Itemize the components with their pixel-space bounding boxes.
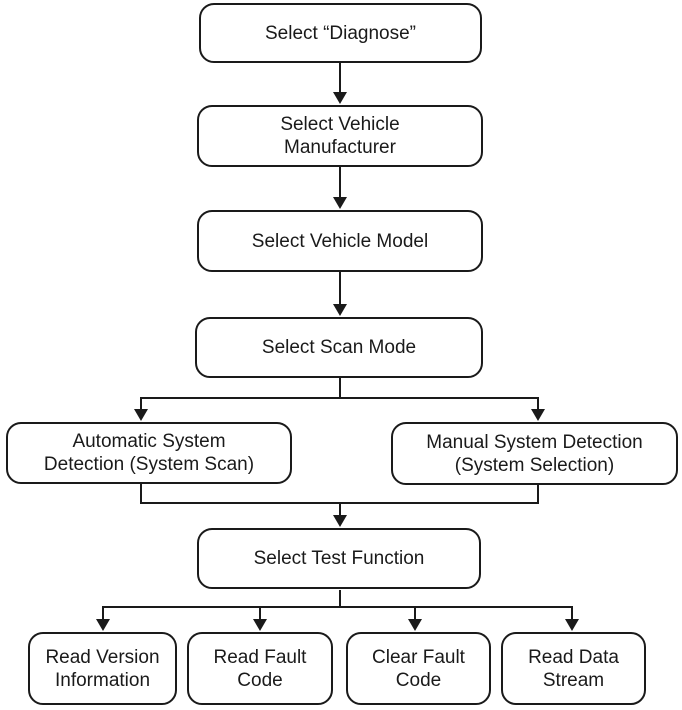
arrowhead-icon — [333, 92, 347, 104]
connector-merge-to-testfunction — [140, 484, 539, 527]
arrowhead-icon — [96, 619, 110, 631]
arrowhead-icon — [565, 619, 579, 631]
flow-node-label: Clear Fault Code — [372, 646, 465, 691]
flow-node-automatic-system-detection: Automatic System Detection (System Scan) — [6, 422, 292, 484]
connector-testfunction-fanout — [96, 590, 579, 631]
arrowhead-icon — [333, 304, 347, 316]
flow-node-label: Select Vehicle Manufacturer — [280, 114, 400, 158]
flow-node-label: Select Scan Mode — [261, 337, 417, 358]
flow-node-read-fault-code: Read Fault Code — [187, 632, 333, 705]
flow-node-label: Select Vehicle Model — [251, 230, 429, 252]
flow-node-label: Select “Diagnose” — [264, 22, 417, 44]
flow-node-read-version-information: Read Version Information — [28, 632, 177, 705]
arrowhead-icon — [408, 619, 422, 631]
flow-node-select-scan-mode: Select Scan Mode — [195, 317, 483, 378]
flow-node-read-data-stream: Read Data Stream — [501, 632, 646, 705]
connector-model-to-scanmode — [333, 272, 347, 316]
flow-node-select-test-function: Select Test Function — [197, 528, 481, 589]
flow-node-label: Read Data Stream — [528, 646, 619, 691]
connector-diagnose-to-manufacturer — [333, 63, 347, 104]
flow-node-select-diagnose: Select “Diagnose” — [199, 3, 482, 63]
flow-node-select-vehicle-manufacturer: Select Vehicle Manufacturer — [197, 105, 483, 167]
flow-node-select-vehicle-model: Select Vehicle Model — [197, 210, 483, 272]
arrowhead-icon — [333, 515, 347, 527]
flow-node-clear-fault-code: Clear Fault Code — [346, 632, 491, 705]
flow-node-label: Automatic System Detection (System Scan) — [43, 431, 255, 475]
connector-scanmode-split — [134, 378, 545, 421]
arrowhead-icon — [253, 619, 267, 631]
arrowhead-icon — [333, 197, 347, 209]
arrowhead-icon — [531, 409, 545, 421]
flow-node-label: Read Version Information — [45, 646, 160, 691]
connector-manufacturer-to-model — [333, 167, 347, 209]
flow-node-label: Read Fault Code — [213, 646, 307, 691]
flow-node-label: Manual System Detection (System Selectio… — [426, 431, 643, 476]
flow-node-manual-system-detection: Manual System Detection (System Selectio… — [391, 422, 678, 485]
flow-node-label: Select Test Function — [253, 548, 425, 569]
arrowhead-icon — [134, 409, 148, 421]
